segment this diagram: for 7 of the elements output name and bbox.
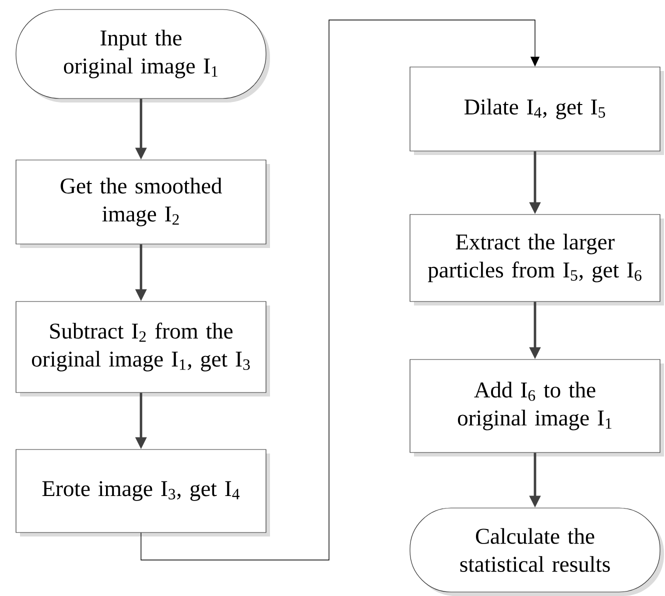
process-box: Get the smoothed image I$_{2}$ <box>16 160 270 248</box>
arrow <box>140 20 540 560</box>
process-box: Subtract I$_{2}$ from the original image I$_{1}$, get I$_{3}$ <box>16 301 270 396</box>
process-box: Add I$_{6}$ to the original image I$_{1}$ <box>410 359 664 456</box>
process-box: Extract the larger particles from I$_{5}$, get I$_{6}$ <box>410 214 664 306</box>
process-box: Erote image I$_{3}$, get I$_{4}$ <box>16 449 270 536</box>
process-box: Dilate I$_{4}$, get I$_{5}$ <box>410 66 664 155</box>
